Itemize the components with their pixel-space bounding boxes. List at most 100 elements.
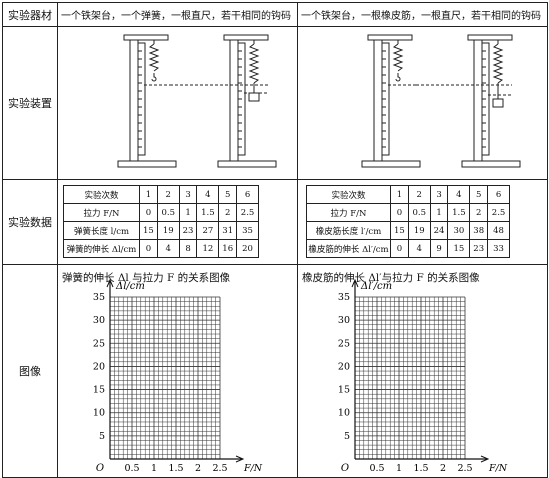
- x-tick-label: 1: [151, 463, 157, 474]
- y-tick-label: 30: [338, 315, 350, 326]
- y-tick-label: 30: [93, 315, 105, 326]
- table-cell: 4: [447, 185, 471, 204]
- y-tick-label: 15: [338, 385, 350, 396]
- table-cell: 6: [487, 185, 510, 204]
- table-cell: 0: [139, 203, 158, 222]
- x-tick-label: 0.5: [124, 463, 139, 474]
- x-axis-label: F/N: [488, 463, 508, 474]
- table-cell: 48: [487, 221, 510, 240]
- table-cell: 2: [156, 185, 180, 204]
- table-cell: 30: [447, 221, 471, 240]
- row-label: 弹簧的伸长 Δl/cm: [63, 239, 140, 258]
- y-axis-arrow: [106, 278, 114, 288]
- row-label: 橡皮筋的伸长 Δl′/cm: [306, 239, 391, 258]
- equipment-left: 一个铁架台，一个弹簧，一根直尺，若干相同的钩码: [57, 2, 298, 27]
- table-cell: 4: [196, 185, 220, 204]
- y-axis-arrow: [351, 278, 359, 288]
- table-cell: 15: [447, 239, 471, 258]
- table-cell: 20: [236, 239, 259, 258]
- table-cell: 35: [236, 221, 259, 240]
- table-cell: 15: [390, 221, 409, 240]
- x-axis-arrow: [480, 455, 490, 463]
- y-tick-label: 5: [344, 431, 350, 442]
- row-label: 橡皮筋长度 l′/cm: [306, 221, 391, 240]
- table-cell: 0.5: [156, 203, 180, 222]
- apparatus-rubber: [297, 26, 548, 180]
- origin-label: O: [96, 463, 104, 474]
- y-tick-label: 10: [93, 408, 105, 419]
- table-cell: 27: [196, 221, 220, 240]
- x-tick-label: 2: [195, 463, 201, 474]
- table-cell: 0: [390, 203, 409, 222]
- table-cell: 0: [139, 239, 158, 258]
- table-cell: 23: [469, 239, 489, 258]
- y-tick-label: 20: [93, 361, 105, 372]
- row-label-data: 实验数据: [2, 179, 58, 265]
- row-label: 实验次数: [306, 185, 391, 204]
- x-tick-label: 2: [440, 463, 446, 474]
- row-label: 弹簧长度 l/cm: [63, 221, 140, 240]
- table-cell: 5: [218, 185, 238, 204]
- row-label: 实验次数: [63, 185, 140, 204]
- table-cell: 15: [139, 221, 158, 240]
- table-cell: 33: [487, 239, 510, 258]
- table-cell: 1.5: [196, 203, 220, 222]
- table-cell: 3: [429, 185, 449, 204]
- x-tick-label: 2.5: [457, 463, 472, 474]
- y-tick-label: 25: [338, 338, 350, 349]
- equipment-right: 一个铁架台，一根橡皮筋，一根直尺，若干相同的钩码: [297, 2, 548, 27]
- table-cell: 9: [429, 239, 449, 258]
- table-cell: 2.5: [236, 203, 259, 222]
- table-cell: 12: [196, 239, 220, 258]
- row-label: 拉力 F/N: [63, 203, 140, 222]
- row-label-equipment: 实验器材: [2, 2, 58, 27]
- table-cell: 4: [407, 239, 431, 258]
- table-cell: 38: [469, 221, 489, 240]
- x-tick-label: 2.5: [212, 463, 227, 474]
- x-axis-arrow: [235, 455, 245, 463]
- table-cell: 1: [429, 203, 449, 222]
- table-cell: 19: [156, 221, 180, 240]
- table-cell: 24: [429, 221, 449, 240]
- table-cell: 23: [178, 221, 198, 240]
- table-cell: 6: [236, 185, 259, 204]
- table-cell: 0: [390, 239, 409, 258]
- spring-stand-illustration: [117, 34, 277, 168]
- table-cell: 1.5: [447, 203, 471, 222]
- graph-left-title: 弹簧的伸长 Δl 与拉力 F 的关系图像: [62, 272, 231, 284]
- table-cell: 8: [178, 239, 198, 258]
- x-tick-label: 1: [396, 463, 402, 474]
- y-tick-label: 35: [338, 292, 350, 303]
- y-axis-label: Δl/cm: [115, 281, 145, 292]
- table-cell: 16: [218, 239, 238, 258]
- table-cell: 2.5: [487, 203, 510, 222]
- y-tick-label: 35: [93, 292, 105, 303]
- y-tick-label: 20: [338, 361, 350, 372]
- graph-right-title: 橡皮筋的伸长 Δl′与拉力 F 的关系图像: [302, 272, 480, 284]
- table-cell: 2: [218, 203, 238, 222]
- origin-label: O: [341, 463, 349, 474]
- rubber-stand-illustration: [361, 34, 521, 168]
- y-tick-label: 5: [99, 431, 105, 442]
- x-tick-label: 1.5: [413, 463, 428, 474]
- x-tick-label: 0.5: [369, 463, 384, 474]
- table-cell: 31: [218, 221, 238, 240]
- row-label-apparatus: 实验装置: [2, 26, 58, 180]
- table-cell: 1: [139, 185, 158, 204]
- y-axis-label: Δl′/cm: [360, 281, 392, 292]
